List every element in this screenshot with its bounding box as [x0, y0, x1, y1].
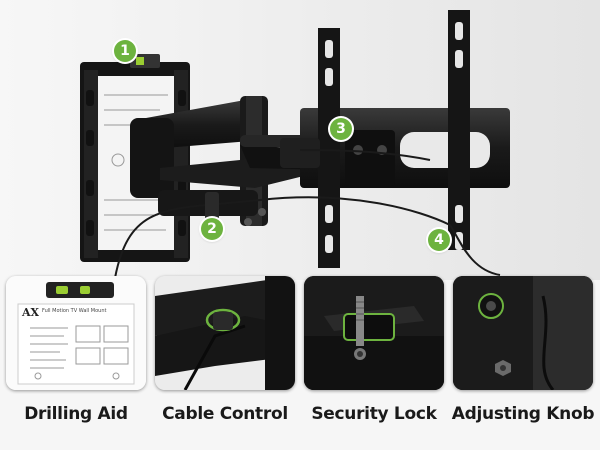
- product-hero-image: 1 2 3 4: [0, 0, 600, 280]
- caption-drilling-aid: Drilling Aid: [24, 404, 128, 424]
- caption-security-lock: Security Lock: [311, 404, 437, 424]
- caption-adjusting-knob: Adjusting Knob: [451, 404, 595, 424]
- caption-cable-control: Cable Control: [162, 404, 288, 424]
- security-screw-closeup-image: [304, 276, 444, 390]
- callout-2-badge: 2: [201, 218, 223, 240]
- security-lock-panel: [304, 276, 444, 390]
- tv-bracket: [280, 10, 510, 268]
- callout-3-badge: 3: [330, 118, 352, 140]
- feature-captions: Drilling Aid Cable Control Security Lock…: [0, 404, 600, 434]
- adjusting-knob-panel: [453, 276, 593, 390]
- drilling-template-image: [6, 276, 146, 390]
- lock-highlight: [343, 313, 395, 341]
- cables: [114, 149, 501, 279]
- cable-strap: [205, 192, 219, 220]
- tv-wall-mount-illustration: [0, 0, 600, 280]
- template-title: Full Motion TV Wall Mount: [42, 308, 107, 314]
- cable-control-panel: [155, 276, 295, 390]
- drilling-aid-panel: AX Full Motion TV Wall Mount: [6, 276, 146, 390]
- feature-detail-panels: AX Full Motion TV Wall Mount: [0, 276, 600, 392]
- template-logo: AX: [22, 306, 40, 319]
- callout-1-badge: 1: [114, 40, 136, 62]
- callout-4-badge: 4: [428, 229, 450, 251]
- adjusting-knob-closeup-image: [453, 276, 593, 390]
- articulating-arm: [130, 96, 340, 226]
- cable-strap-closeup-image: [155, 276, 295, 390]
